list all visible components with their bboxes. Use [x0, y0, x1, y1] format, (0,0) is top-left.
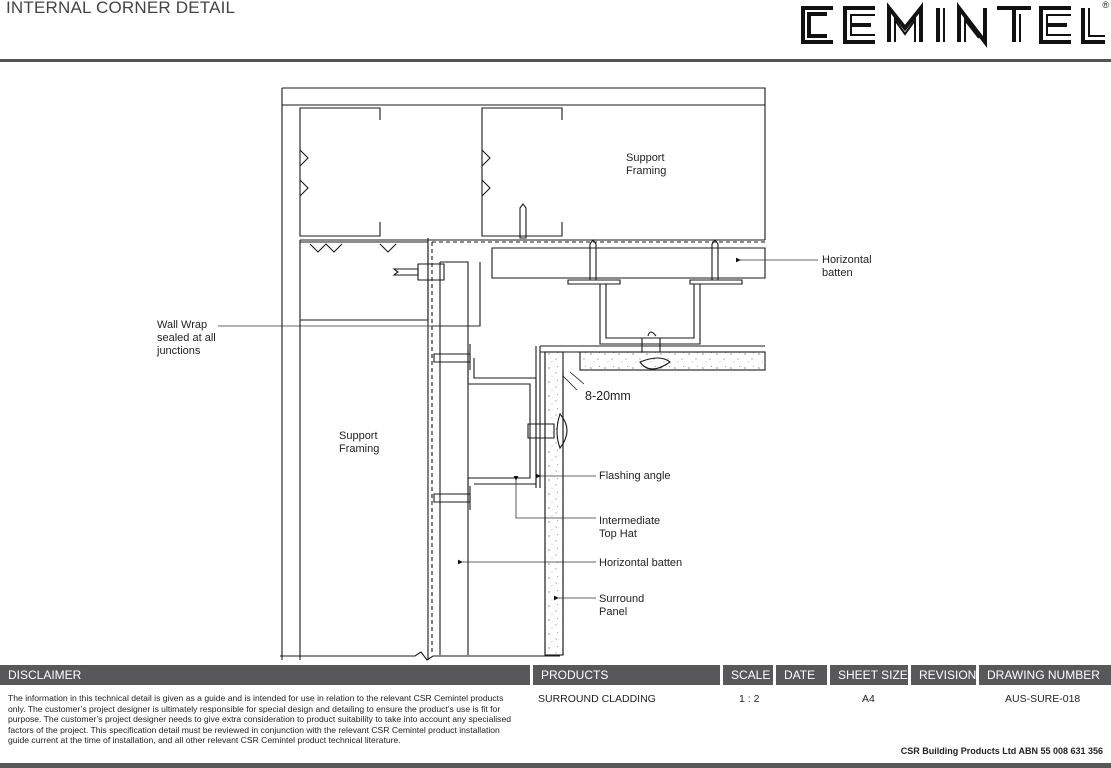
header-rule: [0, 59, 1111, 62]
label-support-framing-top: Support Framing: [626, 152, 667, 177]
label-horizontal-batten: Horizontal batten: [599, 557, 683, 569]
page-title: INTERNAL CORNER DETAIL: [6, 0, 236, 17]
scale-value: 1 : 2: [739, 693, 760, 705]
registered-mark: ®: [1102, 0, 1109, 10]
technical-drawing: [218, 87, 818, 661]
label-gap-dimension: 8-20mm: [585, 389, 631, 403]
cemintel-logo-icon: [801, 2, 1105, 48]
scale-header: SCALE: [723, 665, 773, 685]
products-value: SURROUND CLADDING: [538, 693, 656, 705]
company-abn: CSR Building Products Ltd ABN 55 008 631…: [900, 746, 1103, 756]
horizontal-batten-top: [491, 247, 766, 279]
label-support-framing-left: Support Framing: [339, 430, 380, 455]
brand-logo: ®: [793, 0, 1109, 55]
products-header: PRODUCTS: [533, 665, 720, 685]
disclaimer-text: The information in this technical detail…: [8, 693, 512, 746]
drawing-number-value: AUS-SURE-018: [1005, 693, 1081, 705]
label-wall-wrap: Wall Wrap sealed at all junctions: [157, 319, 216, 357]
revision-header: REVISION: [911, 665, 976, 685]
footer-rule: [0, 763, 1111, 768]
top-framing-outline: [282, 87, 766, 240]
label-intermediate-top-hat: Intermediate Top Hat: [599, 515, 661, 540]
sheet-size-header: SHEET SIZE: [830, 665, 908, 685]
date-header: DATE: [776, 665, 827, 685]
label-surround-panel: Surround Panel: [599, 593, 645, 618]
drawing-number-header: DRAWING NUMBER: [979, 665, 1111, 685]
label-flashing-angle: Flashing angle: [599, 470, 671, 482]
sheet-size-value: A4: [862, 693, 875, 705]
label-horizontal-batten-right: Horizontal batten: [822, 254, 872, 279]
top-stud-left: [299, 107, 381, 237]
disclaimer-header: DISCLAIMER: [0, 665, 530, 685]
top-stud-right: [481, 107, 563, 237]
